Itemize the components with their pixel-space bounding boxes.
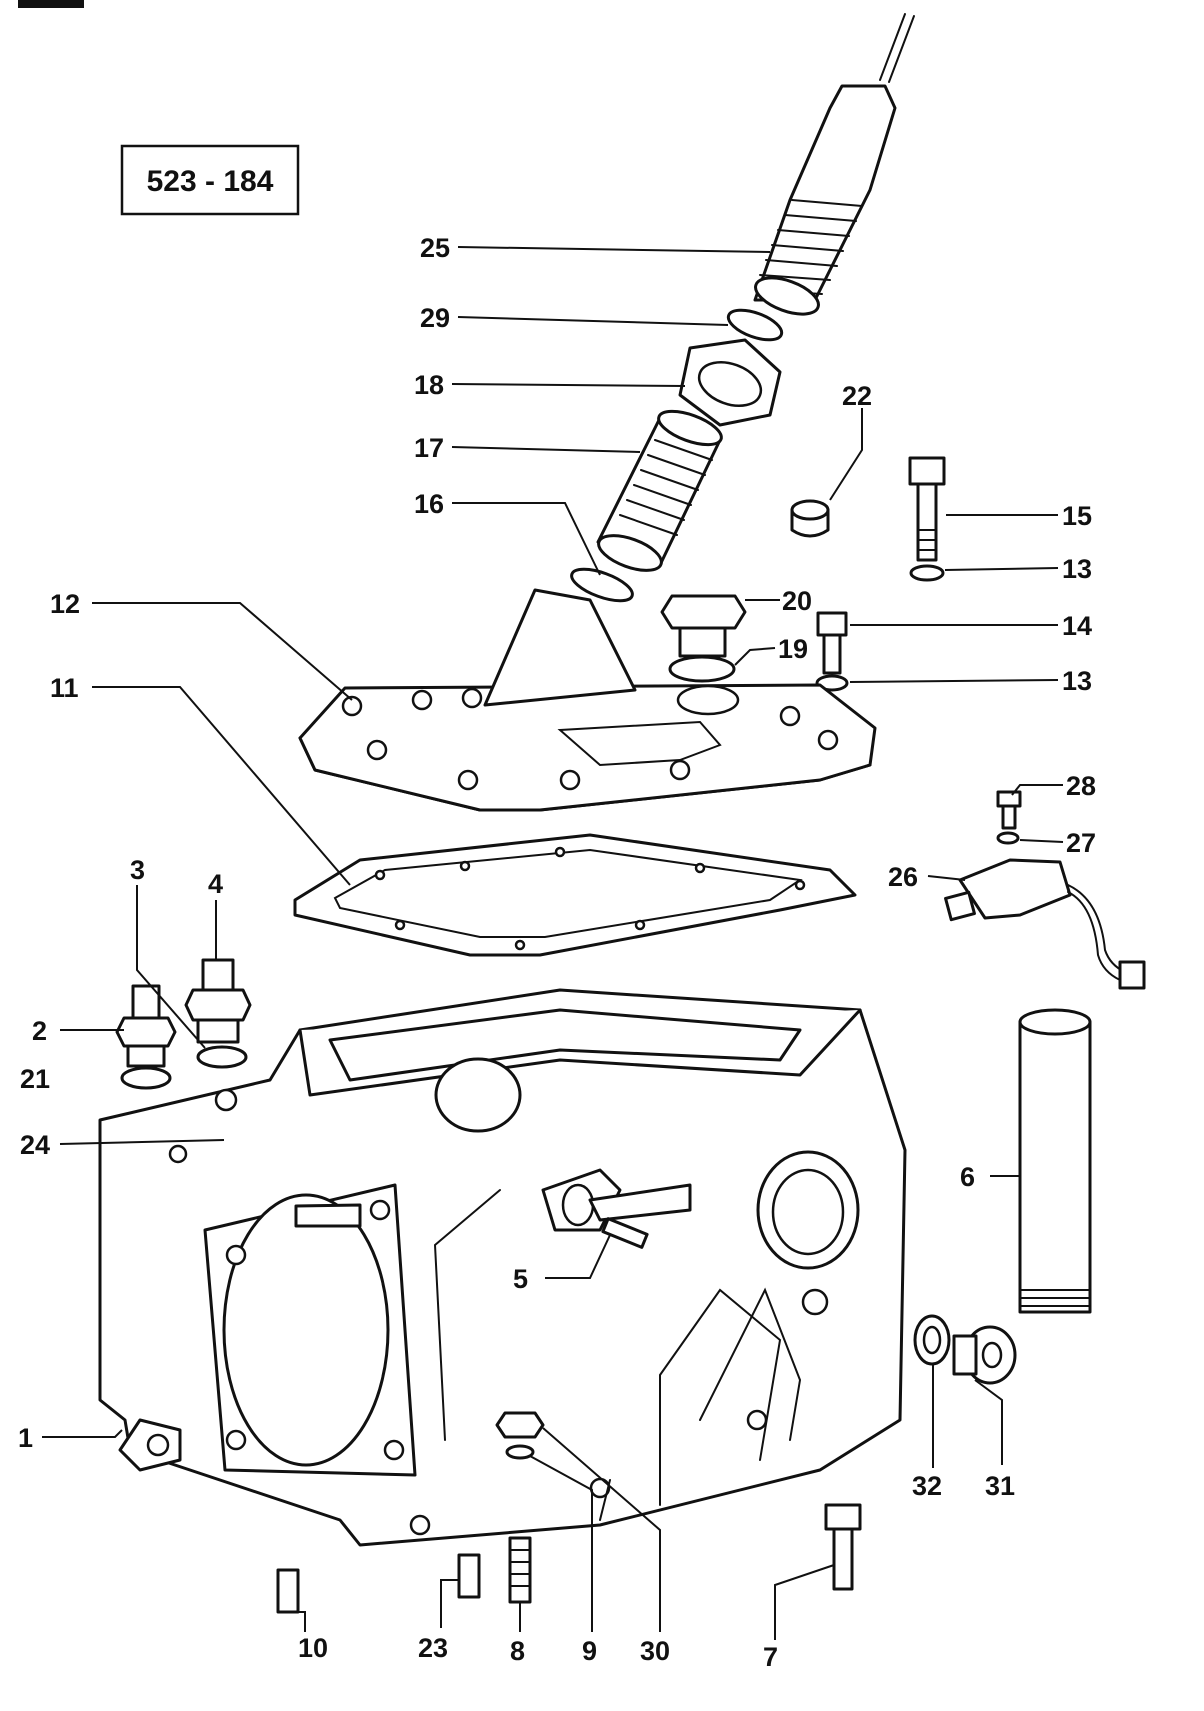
callout-30: 30 <box>640 1636 670 1666</box>
callout-9: 9 <box>582 1636 597 1666</box>
callout-18: 18 <box>414 370 444 400</box>
top-cover-12 <box>298 588 877 812</box>
callout-32: 32 <box>912 1471 942 1501</box>
callout-31: 31 <box>985 1471 1015 1501</box>
corner-tab <box>18 0 84 8</box>
callout-labels: 25 29 18 17 16 22 15 13 12 20 14 19 13 1… <box>18 233 1096 1672</box>
stud-8 <box>508 1536 532 1604</box>
callout-22: 22 <box>842 381 872 411</box>
fitting-4 <box>184 958 252 1044</box>
oring-29 <box>726 308 784 342</box>
callout-21: 21 <box>20 1064 50 1094</box>
washer-13-lower <box>815 674 849 692</box>
callout-6: 6 <box>960 1162 975 1192</box>
callout-11: 11 <box>50 673 79 703</box>
dowel-23 <box>457 1553 481 1599</box>
callout-7: 7 <box>763 1642 778 1672</box>
bolt-7 <box>824 1503 862 1591</box>
callout-13-lower: 13 <box>1062 666 1092 696</box>
washer-13-upper <box>909 564 945 582</box>
bolt-14 <box>816 611 848 675</box>
bolt-15 <box>908 456 946 562</box>
callout-23: 23 <box>418 1633 448 1663</box>
threaded-sleeve-17 <box>596 409 723 572</box>
fitting-2 <box>115 984 177 1068</box>
callout-12: 12 <box>50 589 80 619</box>
stud-5 <box>601 1217 649 1249</box>
callout-20: 20 <box>782 586 812 616</box>
washer-21 <box>120 1066 172 1090</box>
callout-28: 28 <box>1066 771 1096 801</box>
nut-30 <box>495 1411 545 1439</box>
leader-lines <box>42 246 1064 1640</box>
washer-19 <box>668 655 736 683</box>
plug-31 <box>952 1325 1017 1385</box>
callout-4: 4 <box>208 869 223 899</box>
callout-8: 8 <box>510 1636 525 1666</box>
gearbox-housing-1 <box>98 988 907 1547</box>
callout-17: 17 <box>414 433 444 463</box>
callout-24: 24 <box>20 1130 50 1160</box>
gear-lever-rod <box>879 13 915 83</box>
callout-13-upper: 13 <box>1062 554 1092 584</box>
callout-27: 27 <box>1066 828 1096 858</box>
callout-29: 29 <box>420 303 450 333</box>
washer-27 <box>996 831 1020 845</box>
spacer-22 <box>790 499 830 538</box>
reference-number: 523 - 184 <box>147 165 274 198</box>
callout-25: 25 <box>420 233 450 263</box>
callout-2: 2 <box>32 1016 47 1046</box>
washer-9 <box>505 1444 535 1460</box>
callout-16: 16 <box>414 489 444 519</box>
reference-box: 523 - 184 <box>120 144 300 216</box>
gasket-11 <box>293 833 857 957</box>
callout-5: 5 <box>513 1264 528 1294</box>
lock-nut-18 <box>678 338 782 427</box>
callout-3: 3 <box>130 855 145 885</box>
callout-10: 10 <box>298 1633 328 1663</box>
plug-20 <box>660 594 747 658</box>
screw-28 <box>996 790 1022 830</box>
callout-1: 1 <box>18 1423 33 1453</box>
oring-16 <box>570 567 634 603</box>
sensor-26 <box>944 858 1146 990</box>
callout-15: 15 <box>1062 501 1092 531</box>
washer-32 <box>913 1314 951 1366</box>
washer-3 <box>196 1045 248 1069</box>
gear-lever-boot <box>753 84 897 316</box>
callout-26: 26 <box>888 862 918 892</box>
callout-19: 19 <box>778 634 808 664</box>
stud-10 <box>276 1568 300 1614</box>
pipe-6 <box>1018 1008 1092 1314</box>
callout-14: 14 <box>1062 611 1092 641</box>
